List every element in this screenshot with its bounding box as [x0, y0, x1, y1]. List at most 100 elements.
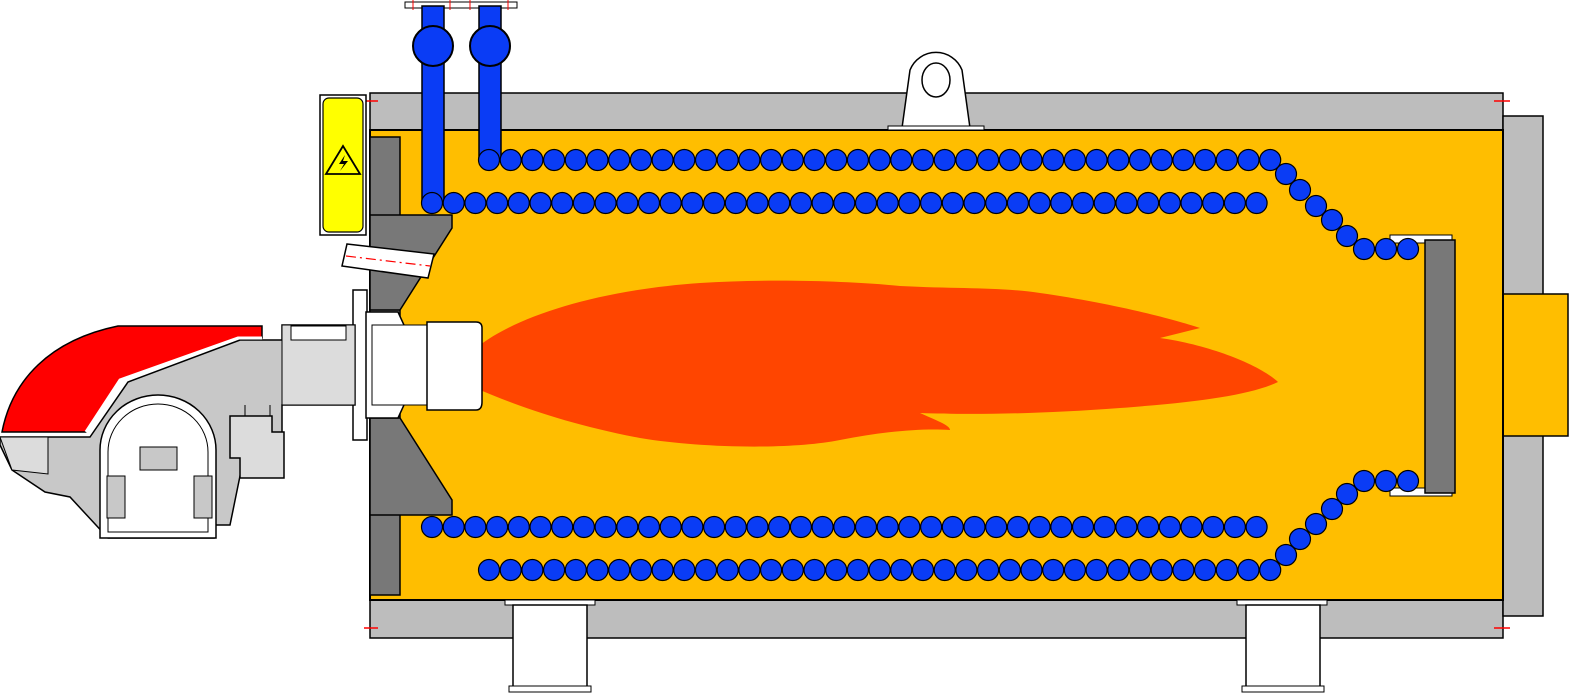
- tube-upper-outer: [542, 148, 566, 172]
- tube-upper-outer: [673, 148, 696, 172]
- tube-upper-bend: [1274, 162, 1298, 186]
- tube-lower-outer: [1085, 558, 1108, 582]
- tube-upper-inner: [746, 191, 769, 215]
- tube-upper-inner: [681, 191, 704, 215]
- tube-lower-inner: [768, 515, 791, 539]
- tube-lower-outer: [976, 558, 1000, 582]
- tube-upper-inner: [507, 191, 530, 215]
- tube-upper-inner: [1202, 191, 1225, 215]
- tube-lower-outer: [955, 558, 978, 582]
- tube-lower-outer: [890, 558, 913, 582]
- tube-lower-inner: [1180, 515, 1203, 539]
- tube-upper-inner: [1245, 191, 1268, 215]
- support-leg-front: [504, 599, 596, 693]
- tube-upper-outer: [608, 148, 631, 172]
- tube-lower-outer: [911, 558, 935, 582]
- tube-lower-outer: [673, 558, 696, 582]
- tube-upper-bend: [1320, 208, 1344, 232]
- tube-lower-inner: [1050, 515, 1073, 539]
- tube-upper-outer: [1020, 148, 1043, 172]
- tube-lower-inner: [919, 515, 943, 539]
- tube-lower-outer: [651, 558, 674, 582]
- tube-lower-inner: [1115, 515, 1138, 539]
- tube-lower-inner: [659, 515, 682, 539]
- tube-upper-outer: [1107, 148, 1130, 172]
- tube-lower-inner: [898, 515, 921, 539]
- tube-lower-bend: [1352, 469, 1376, 493]
- lifting-lug: [887, 51, 985, 131]
- tube-upper-outer: [738, 148, 761, 172]
- tube-upper-inner: [1093, 191, 1116, 215]
- tube-lower-inner: [420, 515, 444, 539]
- tube-lower-outer: [1259, 558, 1282, 582]
- tube-lower-outer: [521, 558, 544, 582]
- tube-upper-inner: [594, 191, 617, 215]
- tube-lower-inner: [681, 515, 704, 539]
- tube-lower-inner: [442, 515, 465, 539]
- tube-lower-outer: [1042, 558, 1065, 582]
- tube-upper-outer: [890, 148, 913, 172]
- tube-upper-inner: [464, 191, 487, 215]
- tube-upper-outer: [1128, 148, 1152, 172]
- tube-upper-outer: [716, 148, 739, 172]
- tube-upper-outer: [825, 148, 848, 172]
- tube-upper-inner: [963, 191, 986, 215]
- rear-reversing-plate: [1389, 234, 1456, 497]
- tube-lower-outer: [1128, 558, 1152, 582]
- tube-upper-inner: [941, 191, 964, 215]
- tube-upper-inner: [1071, 191, 1095, 215]
- tube-upper-outer: [564, 148, 587, 172]
- flue-outlet: [1499, 293, 1569, 437]
- tube-lower-outer: [803, 558, 826, 582]
- tube-upper-outer: [976, 148, 1000, 172]
- tube-upper-inner: [529, 191, 552, 215]
- tube-lower-inner: [1136, 515, 1160, 539]
- tube-upper-outer: [1042, 148, 1065, 172]
- tube-lower-inner: [985, 515, 1008, 539]
- tube-lower-outer: [629, 558, 653, 582]
- tube-lower-inner: [1006, 515, 1030, 539]
- burner-blast-tube: [352, 289, 483, 441]
- tube-upper-inner: [702, 191, 726, 215]
- tube-upper-inner: [1136, 191, 1160, 215]
- tube-lower-bend: [1304, 512, 1328, 536]
- tube-upper-outer: [1150, 148, 1173, 172]
- tube-lower-inner: [1202, 515, 1225, 539]
- tube-lower-inner: [616, 515, 639, 539]
- outlet-valve: [412, 25, 454, 67]
- tube-lower-outer: [1107, 558, 1130, 582]
- tube-lower-bend: [1374, 469, 1398, 493]
- tube-lower-inner: [854, 515, 878, 539]
- tube-lower-outer: [825, 558, 848, 582]
- tube-upper-inner: [486, 191, 509, 215]
- tube-lower-inner: [637, 515, 661, 539]
- tube-lower-outer: [1237, 558, 1260, 582]
- tube-lower-outer: [781, 558, 804, 582]
- tube-upper-inner: [1115, 191, 1138, 215]
- tube-upper-outer: [1259, 148, 1282, 172]
- tube-upper-inner: [1223, 191, 1247, 215]
- tube-upper-inner: [811, 191, 834, 215]
- tube-lower-inner: [963, 515, 986, 539]
- tube-upper-inner: [898, 191, 921, 215]
- tube-lower-inner: [1223, 515, 1247, 539]
- tube-upper-outer: [694, 148, 718, 172]
- tube-upper-inner: [1028, 191, 1051, 215]
- tube-lower-inner: [702, 515, 726, 539]
- tube-lower-bend: [1396, 469, 1420, 493]
- tube-lower-inner: [724, 515, 747, 539]
- tube-upper-outer: [1063, 148, 1087, 172]
- support-leg-rear: [1236, 599, 1328, 693]
- tube-lower-inner: [551, 515, 574, 539]
- tube-lower-bend: [1335, 482, 1359, 506]
- tube-lower-outer: [1150, 558, 1173, 582]
- tube-lower-outer: [608, 558, 631, 582]
- tube-upper-inner: [985, 191, 1008, 215]
- tube-upper-outer: [803, 148, 826, 172]
- tube-upper-bend: [1335, 224, 1359, 248]
- tube-upper-outer: [998, 148, 1021, 172]
- tube-lower-inner: [811, 515, 834, 539]
- tube-lower-inner: [572, 515, 596, 539]
- tube-upper-outer: [759, 148, 783, 172]
